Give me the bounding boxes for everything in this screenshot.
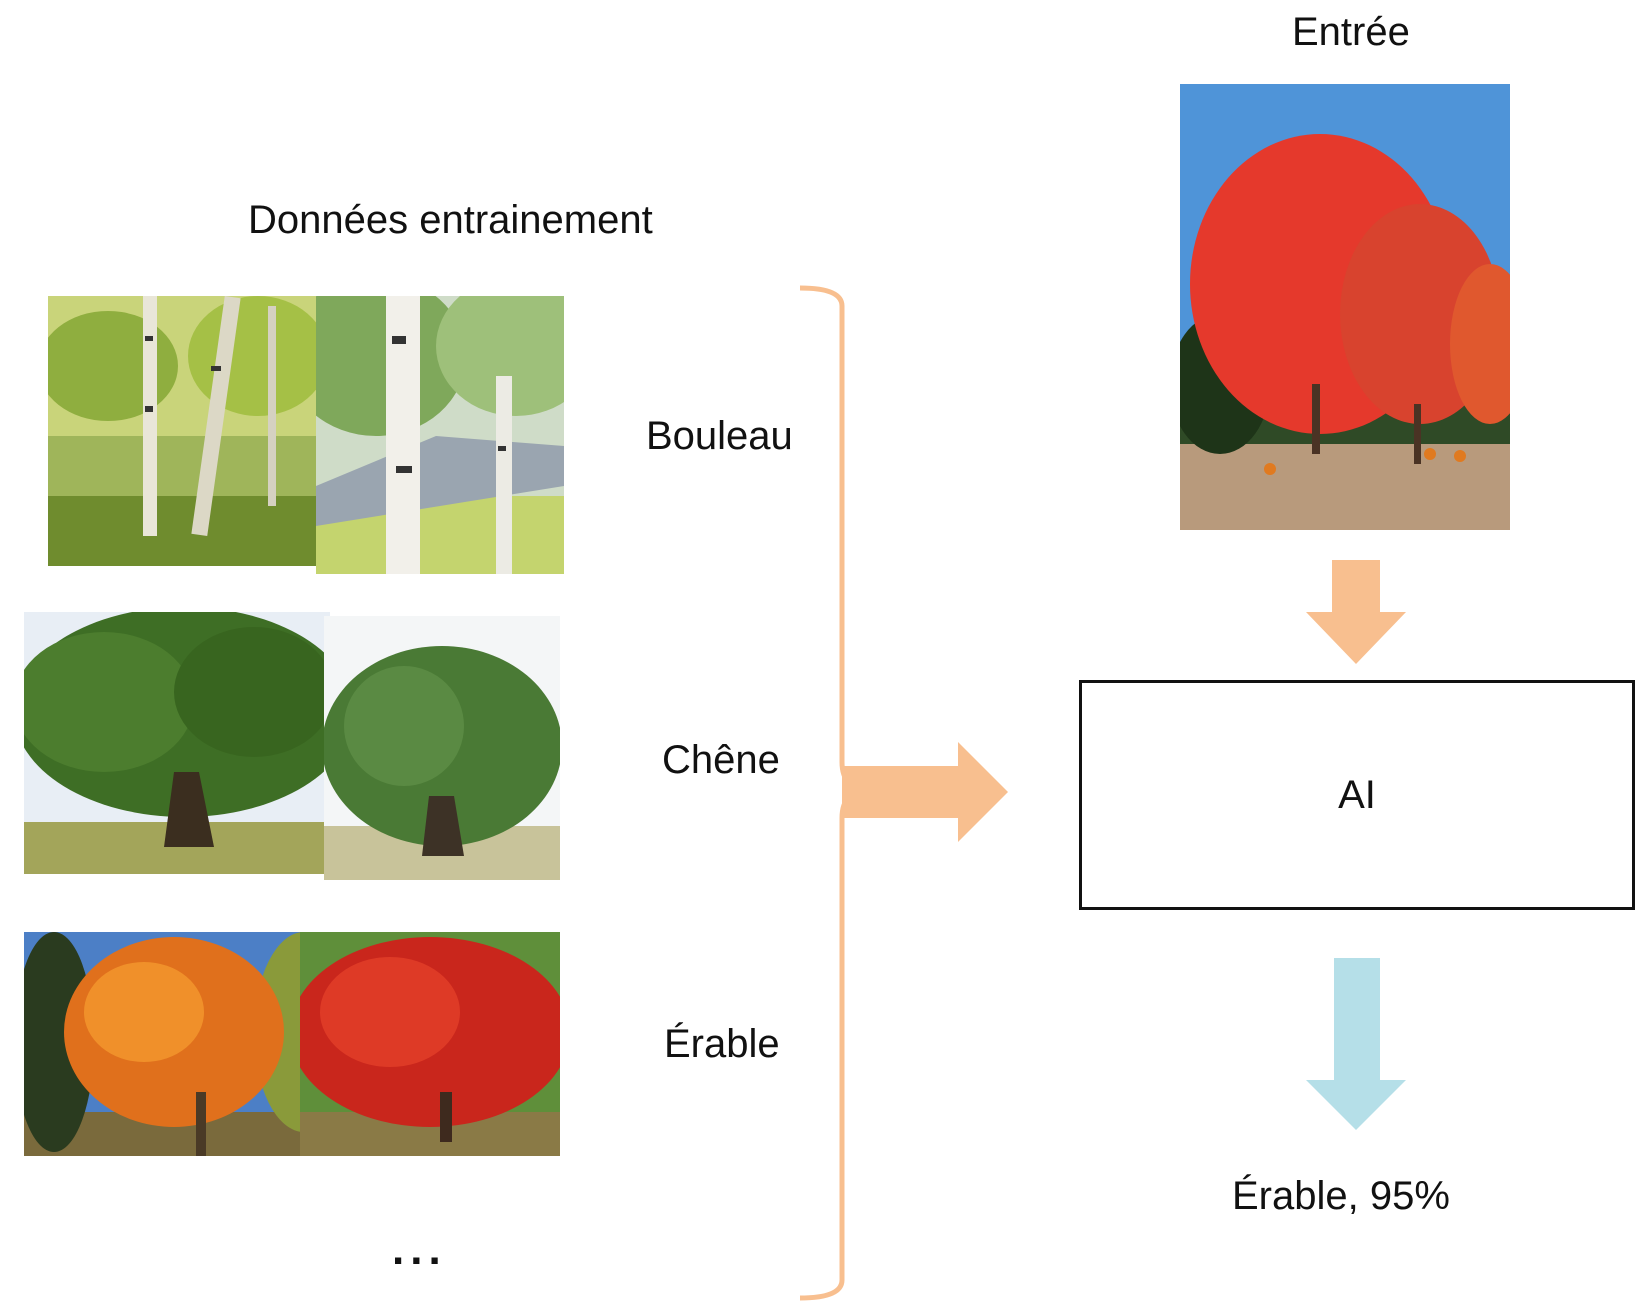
class-label-bouleau: Bouleau [646, 414, 793, 458]
ai-to-output-arrow [1306, 958, 1406, 1130]
birch-photo-1 [48, 296, 316, 566]
oak-photo-1 [24, 612, 330, 874]
input-title: Entrée [1292, 10, 1410, 54]
input-photo [1180, 84, 1510, 530]
class-label-chene: Chêne [662, 738, 780, 782]
more-ellipsis: ... [392, 1225, 447, 1274]
maple-photo-1 [24, 932, 330, 1156]
class-label-erable: Érable [664, 1022, 780, 1066]
output-label: Érable, 95% [1232, 1174, 1450, 1218]
ai-model-box: AI [1079, 680, 1635, 910]
oak-photo-2 [324, 616, 560, 880]
training-data-title: Données entrainement [248, 198, 653, 242]
maple-photo-2 [300, 932, 560, 1156]
ai-model-label: AI [1338, 772, 1376, 817]
birch-photo-2 [316, 296, 564, 574]
input-to-ai-arrow [1306, 560, 1406, 664]
training-to-ai-arrow [842, 742, 1008, 842]
